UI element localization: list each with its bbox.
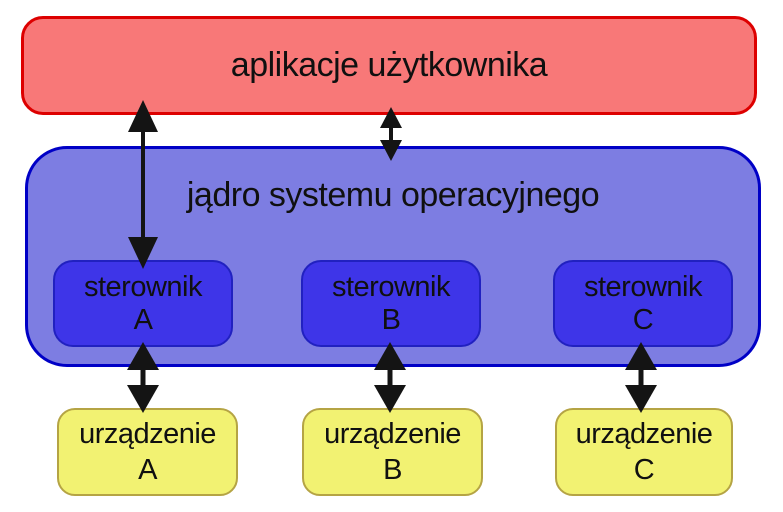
user-applications-label: aplikacje użytkownika (230, 46, 548, 84)
driver-a-label: sterownik (84, 270, 203, 303)
driver-b-label: sterownik (332, 270, 451, 303)
driver-c-label: sterownik (584, 270, 703, 303)
device-b-letter: B (383, 454, 402, 486)
driver-a-letter: A (133, 303, 153, 336)
driver-c-letter: C (632, 303, 654, 336)
device-c-box: urządzenie C (555, 408, 733, 496)
device-a-label: urządzenie (79, 418, 216, 450)
driver-b-letter: B (381, 303, 401, 336)
device-c-label: urządzenie (575, 418, 713, 450)
user-applications-box: aplikacje użytkownika (21, 16, 757, 115)
device-b-label: urządzenie (324, 418, 461, 450)
device-b-box: urządzenie B (302, 408, 483, 496)
driver-a-box: sterownik A (53, 260, 233, 347)
device-c-letter: C (633, 454, 655, 486)
driver-b-box: sterownik B (301, 260, 481, 347)
kernel-label: jądro systemu operacyjnego (186, 176, 600, 214)
driver-c-box: sterownik C (553, 260, 733, 347)
device-a-box: urządzenie A (57, 408, 238, 496)
device-a-letter: A (138, 454, 157, 486)
